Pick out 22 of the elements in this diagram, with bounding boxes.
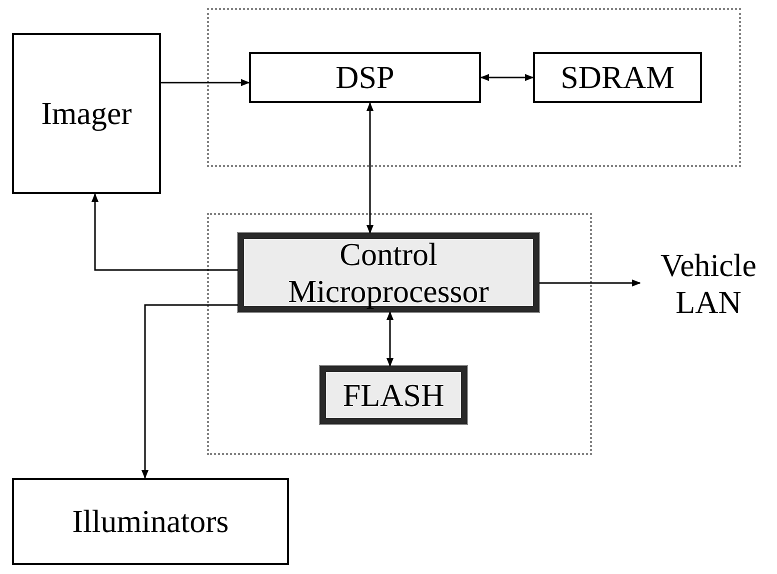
group-frame: [207, 8, 741, 167]
process-box: [12, 478, 289, 565]
arrow: [91, 193, 238, 271]
node-label: Illuminators: [72, 503, 229, 540]
arrow: [539, 279, 641, 287]
node-label: SDRAM: [560, 59, 674, 96]
node-label: DSP: [336, 59, 394, 96]
group-frame: [207, 213, 592, 455]
arrow: [480, 74, 534, 82]
process-box: [12, 33, 161, 194]
arrow: [161, 79, 250, 86]
node-label: FLASH: [342, 376, 444, 414]
arrow: [366, 102, 374, 234]
node-label: Imager: [41, 95, 132, 132]
process-box: [249, 52, 481, 103]
component-box: [320, 366, 467, 424]
arrow: [386, 311, 394, 367]
arrow: [141, 304, 238, 479]
node-label: Control Microprocessor: [287, 236, 490, 310]
component-box: [238, 233, 539, 312]
node-label: Vehicle LAN: [660, 247, 758, 321]
process-box: [533, 52, 702, 103]
